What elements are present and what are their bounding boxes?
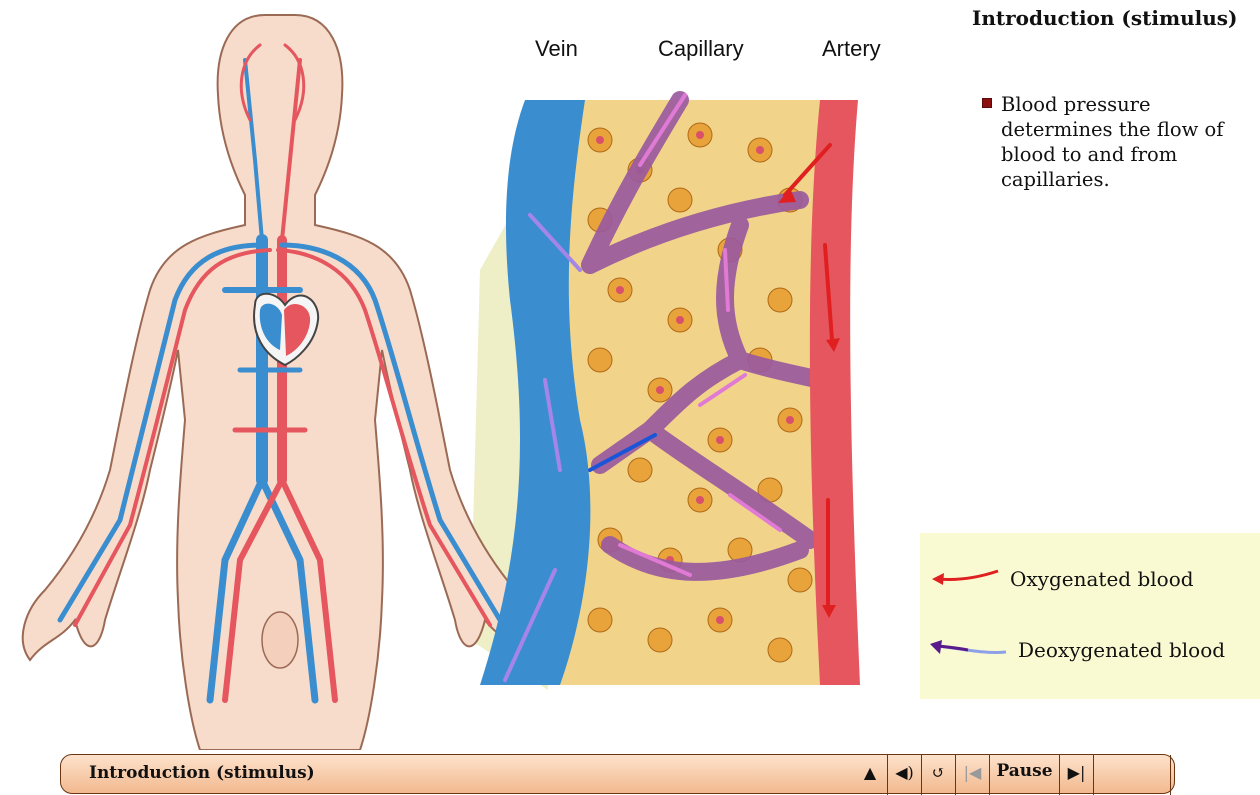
up-arrow-icon: ▲ (864, 763, 876, 782)
pause-button[interactable]: Pause (989, 755, 1059, 795)
control-bar: Introduction (stimulus) ▲ ◀) ↺ |◀ Pause … (60, 754, 1175, 794)
previous-button[interactable]: |◀ (955, 755, 989, 795)
bullet-list: Blood pressure determines the flow of bl… (982, 92, 1260, 192)
bullet-text: Blood pressure determines the flow of bl… (1001, 92, 1260, 192)
artery-vessel (810, 100, 860, 685)
speaker-icon: ◀) (895, 763, 914, 782)
capillary-label: Capillary (658, 36, 744, 62)
replay-icon: ↺ (932, 763, 945, 782)
legend-oxygenated-label: Oxygenated blood (1010, 567, 1194, 591)
control-bar-spacer (1093, 755, 1171, 795)
next-button[interactable]: ▶| (1059, 755, 1093, 795)
capillary-bed (480, 95, 860, 685)
audio-button[interactable]: ◀) (887, 755, 921, 795)
vein-label: Vein (535, 36, 578, 62)
up-arrow-button[interactable]: ▲ (853, 755, 887, 795)
previous-icon: |◀ (964, 763, 982, 782)
panel-title: Introduction (stimulus) (972, 6, 1238, 30)
purple-arrow-icon (928, 638, 1008, 658)
square-bullet-icon (982, 98, 992, 108)
legend-deoxygenated-label: Deoxygenated blood (1018, 638, 1225, 662)
human-body-figure (23, 15, 537, 750)
control-bar-title: Introduction (stimulus) (89, 763, 315, 783)
control-buttons: ▲ ◀) ↺ |◀ Pause ▶| (853, 755, 1171, 795)
legend-box: Oxygenated blood Deoxygenated blood (920, 533, 1260, 699)
artery-label: Artery (822, 36, 881, 62)
red-arrow-icon (930, 567, 1000, 587)
next-icon: ▶| (1068, 763, 1086, 782)
replay-button[interactable]: ↺ (921, 755, 955, 795)
